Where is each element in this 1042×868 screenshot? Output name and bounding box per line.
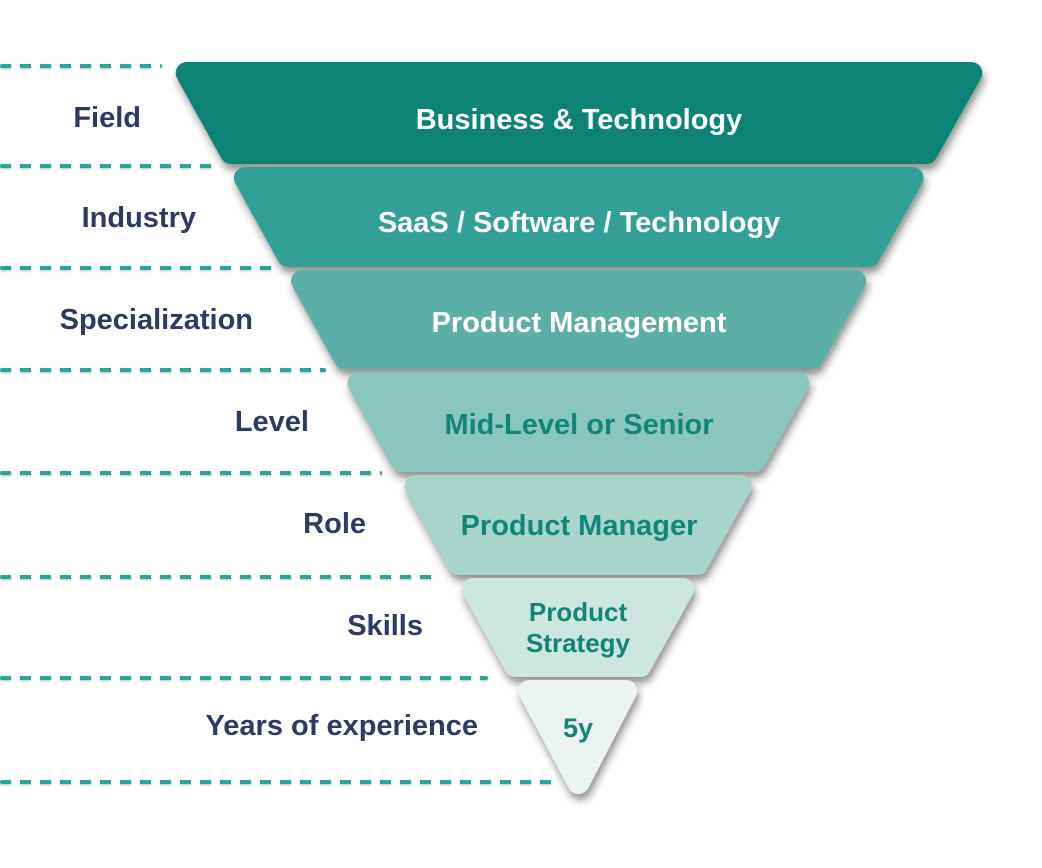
dashed-guide-line: [0, 64, 162, 68]
funnel-value-role: Product Manager: [461, 510, 698, 542]
dashed-guide-line: [0, 266, 272, 270]
funnel-value-field: Business & Technology: [416, 104, 743, 136]
row-label-years-of-experience: Years of experience: [205, 710, 478, 742]
row-label-industry: Industry: [81, 202, 196, 234]
funnel-value-industry: SaaS / Software / Technology: [378, 207, 780, 239]
funnel-band-skills: [461, 578, 695, 677]
funnel-value-skills-line1: Product: [529, 597, 628, 627]
row-label-skills: Skills: [347, 610, 423, 642]
funnel-band-level: [347, 372, 810, 472]
dashed-guide-line: [0, 575, 434, 579]
row-label-level: Level: [234, 406, 309, 438]
dashed-guide-line: [0, 164, 218, 168]
funnel-value-skills-line2: Strategy: [526, 628, 631, 658]
row-label-role: Role: [303, 508, 366, 540]
dashed-guide-line: [0, 780, 560, 784]
dashed-guide-line: [0, 368, 326, 372]
funnel-value-specialization: Product Management: [432, 307, 727, 339]
row-label-specialization: Specialization: [59, 304, 253, 336]
funnel-band-role: [404, 475, 752, 575]
row-label-field: Field: [73, 102, 141, 134]
funnel-value-years: 5y: [563, 713, 593, 743]
dashed-guide-line: [0, 676, 488, 680]
funnel-band-specialization: [291, 270, 867, 369]
funnel-value-level: Mid-Level or Senior: [444, 409, 713, 441]
funnel-band-years: [518, 680, 638, 794]
funnel-band-industry: [233, 167, 924, 267]
dashed-guide-line: [0, 471, 382, 475]
funnel-band-field: [175, 62, 983, 164]
